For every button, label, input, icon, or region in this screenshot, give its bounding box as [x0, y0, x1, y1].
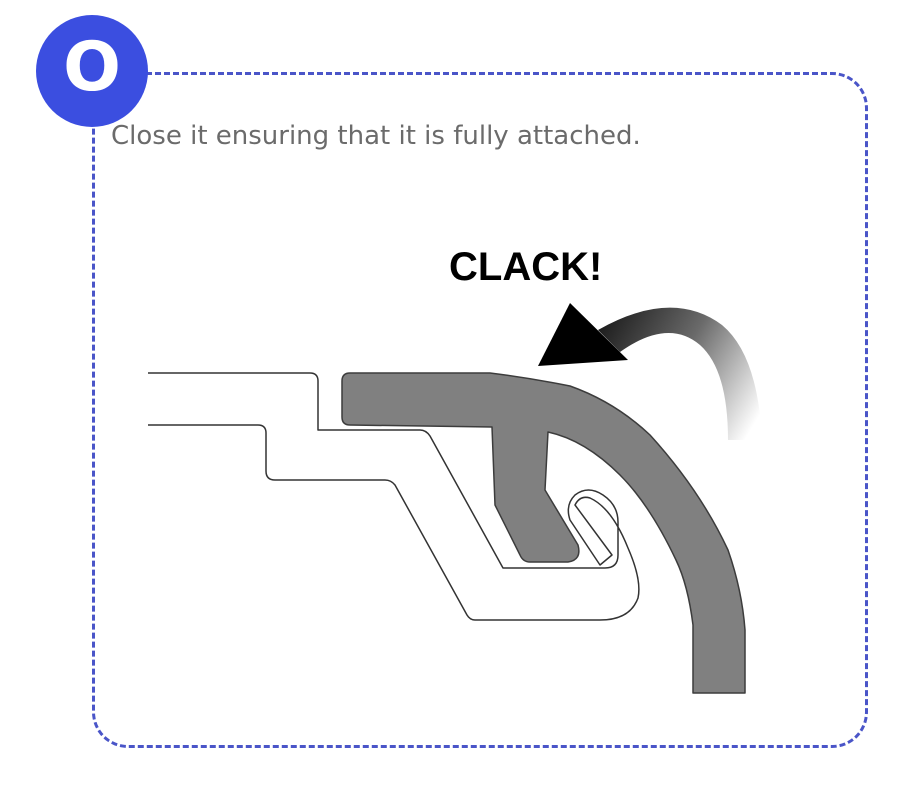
motion-arc [598, 307, 762, 440]
step-badge-letter: O [63, 28, 121, 107]
motion-arrowhead [538, 303, 628, 366]
step-instruction: Close it ensuring that it is fully attac… [111, 121, 641, 151]
clip-lid [341, 372, 746, 694]
step-card [92, 72, 868, 748]
base-part-outline [148, 372, 640, 621]
sound-effect-label: CLACK! [449, 245, 603, 289]
step-badge: O [36, 15, 148, 127]
